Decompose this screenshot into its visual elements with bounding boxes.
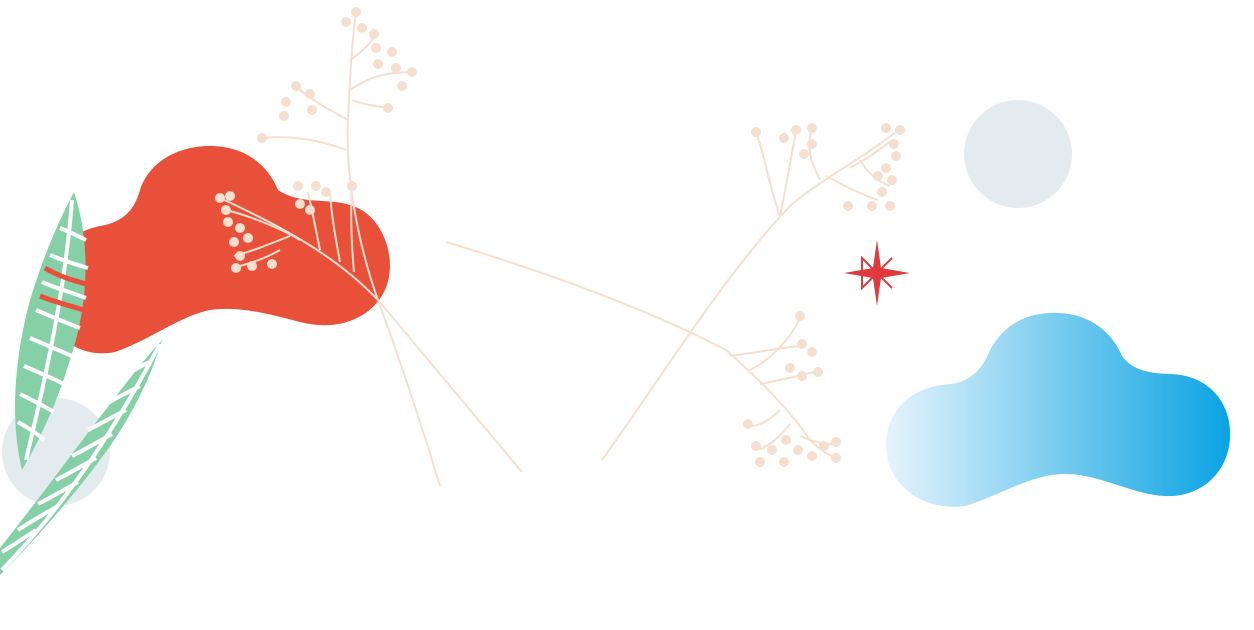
grey-circle-top-right	[964, 100, 1072, 208]
green-leaf-upper	[15, 192, 89, 470]
red-cloud-blob	[45, 146, 390, 354]
beige-flower-buds-left	[215, 7, 417, 273]
red-sparkle-star	[844, 240, 910, 306]
beige-flower-sprig-right	[601, 129, 897, 461]
beige-flower-buds-right	[743, 123, 905, 467]
beige-flower-sprig-left	[219, 11, 727, 487]
green-leaf-lower	[0, 340, 162, 575]
blue-gradient-cloud-blob	[885, 312, 1231, 507]
